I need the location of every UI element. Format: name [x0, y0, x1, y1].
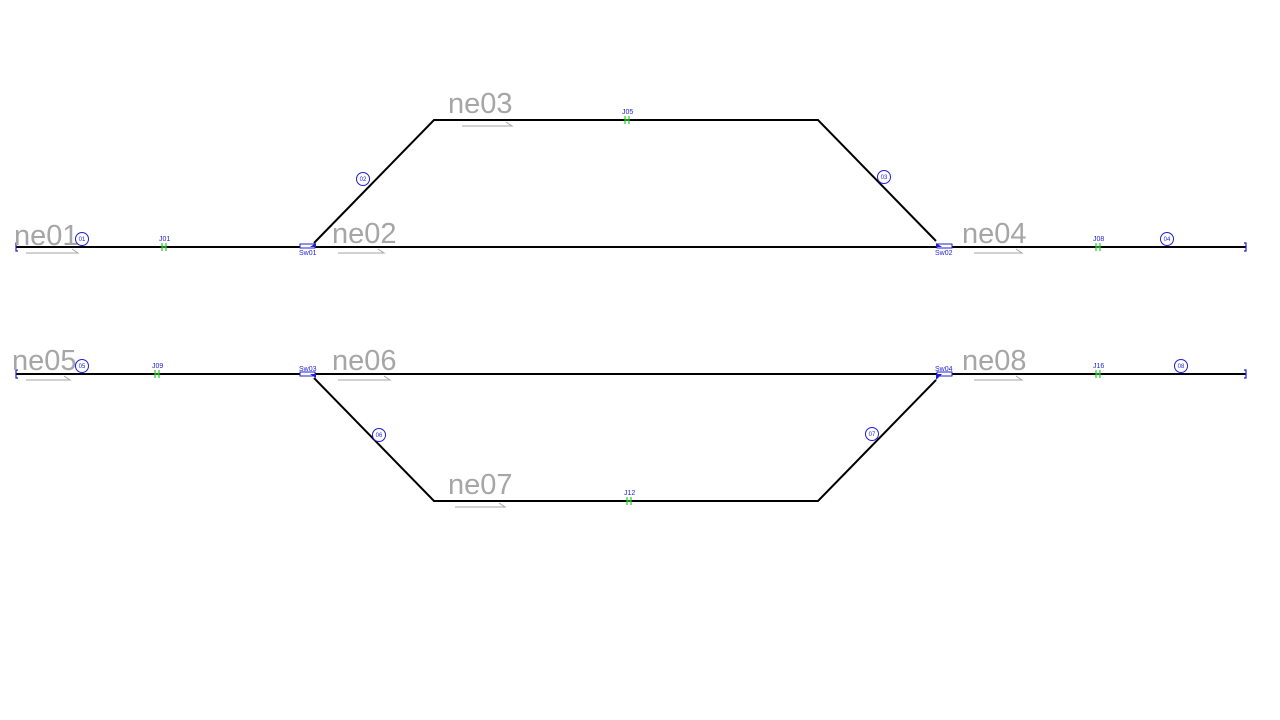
buffer-stop-icon [1244, 242, 1247, 252]
signal-02[interactable]: 02 [356, 172, 370, 186]
signal-label: 04 [1164, 237, 1171, 243]
signal-04[interactable]: 04 [1160, 232, 1174, 246]
signal-label: 08 [1178, 364, 1185, 370]
switch-Sw02[interactable]: Sw02 [935, 243, 953, 257]
insulated-joint-icon [626, 497, 632, 505]
joint-label: J05 [622, 109, 633, 116]
signal-03[interactable]: 03 [877, 170, 891, 184]
signals: 01 02 03 04 05 06 07 08 [75, 170, 1188, 442]
netelement-label-ne08: ne08 [962, 345, 1027, 377]
signal-label: 01 [79, 237, 86, 243]
end-stops [15, 242, 1247, 379]
buffer-stop-icon [15, 369, 18, 379]
joint-J12[interactable]: J12 [624, 490, 635, 505]
joint-J01[interactable]: J01 [159, 236, 170, 251]
signal-circle-icon [865, 427, 879, 441]
buffer-stop-icon [15, 242, 18, 252]
switch-label: Sw01 [299, 250, 317, 257]
netelement-label-ne02: ne02 [332, 218, 397, 250]
signal-08[interactable]: 08 [1174, 359, 1188, 373]
direction-arrow-icon [974, 248, 1024, 254]
signal-circle-icon [1174, 359, 1188, 373]
bottom-track-layout [16, 373, 1246, 502]
netelement-label-ne05: ne05 [12, 345, 77, 377]
joint-J09[interactable]: J09 [152, 363, 163, 378]
switch-Sw01[interactable]: Sw01 [299, 243, 317, 257]
netelement-label-ne01: ne01 [14, 220, 79, 252]
track-ne03[interactable] [313, 119, 937, 244]
joint-label: J01 [159, 236, 170, 243]
signal-circle-icon [75, 359, 89, 373]
signal-07[interactable]: 07 [865, 427, 879, 441]
joint-J08[interactable]: J08 [1093, 236, 1104, 251]
joint-label: J12 [624, 490, 635, 497]
netelement-label-ne04: ne04 [962, 218, 1027, 250]
direction-arrow-icon [455, 502, 507, 508]
joints: J01 J05 J08 J09 J12 J16 [152, 109, 1104, 505]
switch-point-icon [936, 374, 942, 380]
direction-arrow-icon [462, 121, 514, 127]
direction-arrow-icon [338, 248, 386, 254]
signal-05[interactable]: 05 [75, 359, 89, 373]
top-track-layout [16, 119, 1246, 248]
insulated-joint-icon [161, 243, 167, 251]
direction-arrow-icon [26, 375, 72, 381]
joint-label: J09 [152, 363, 163, 370]
signal-01[interactable]: 01 [75, 232, 89, 246]
switch-point-icon [310, 243, 316, 247]
signal-circle-icon [1160, 232, 1174, 246]
joint-J05[interactable]: J05 [622, 109, 633, 124]
switch-Sw04[interactable]: Sw04 [935, 366, 953, 380]
signal-circle-icon [372, 428, 386, 442]
switch-label: Sw02 [935, 250, 953, 257]
signal-label: 05 [79, 364, 86, 370]
signal-label: 03 [881, 175, 888, 181]
switches: Sw01 Sw02 Sw03 Sw04 [299, 243, 953, 380]
insulated-joint-icon [1095, 243, 1101, 251]
buffer-stop-icon [1244, 369, 1247, 379]
switch-Sw03[interactable]: Sw03 [299, 366, 317, 378]
signal-label: 07 [869, 432, 876, 438]
switch-label: Sw03 [299, 366, 317, 373]
switch-point-icon [310, 374, 316, 378]
insulated-joint-icon [154, 370, 160, 378]
joint-label: J16 [1093, 363, 1104, 370]
signal-label: 02 [360, 177, 367, 183]
netelement-label-ne06: ne06 [332, 345, 397, 377]
signal-label: 06 [376, 433, 383, 439]
netelement-label-ne03: ne03 [448, 88, 513, 120]
netelement-labels: ne01 ne02 ne03 ne04 ne05 ne06 ne07 ne08 [12, 88, 1027, 508]
insulated-joint-icon [624, 116, 630, 124]
signal-circle-icon [356, 172, 370, 186]
switch-label: Sw04 [935, 366, 953, 373]
track-ne07[interactable] [313, 377, 937, 502]
netelement-label-ne07: ne07 [448, 469, 513, 501]
direction-arrow-icon [338, 375, 392, 381]
direction-arrow-icon [974, 375, 1024, 381]
signal-circle-icon [877, 170, 891, 184]
insulated-joint-icon [1095, 370, 1101, 378]
switch-point-icon [936, 243, 942, 247]
joint-J16[interactable]: J16 [1093, 363, 1104, 378]
joint-label: J08 [1093, 236, 1104, 243]
signal-circle-icon [75, 232, 89, 246]
direction-arrow-icon [26, 248, 80, 254]
signal-06[interactable]: 06 [372, 428, 386, 442]
